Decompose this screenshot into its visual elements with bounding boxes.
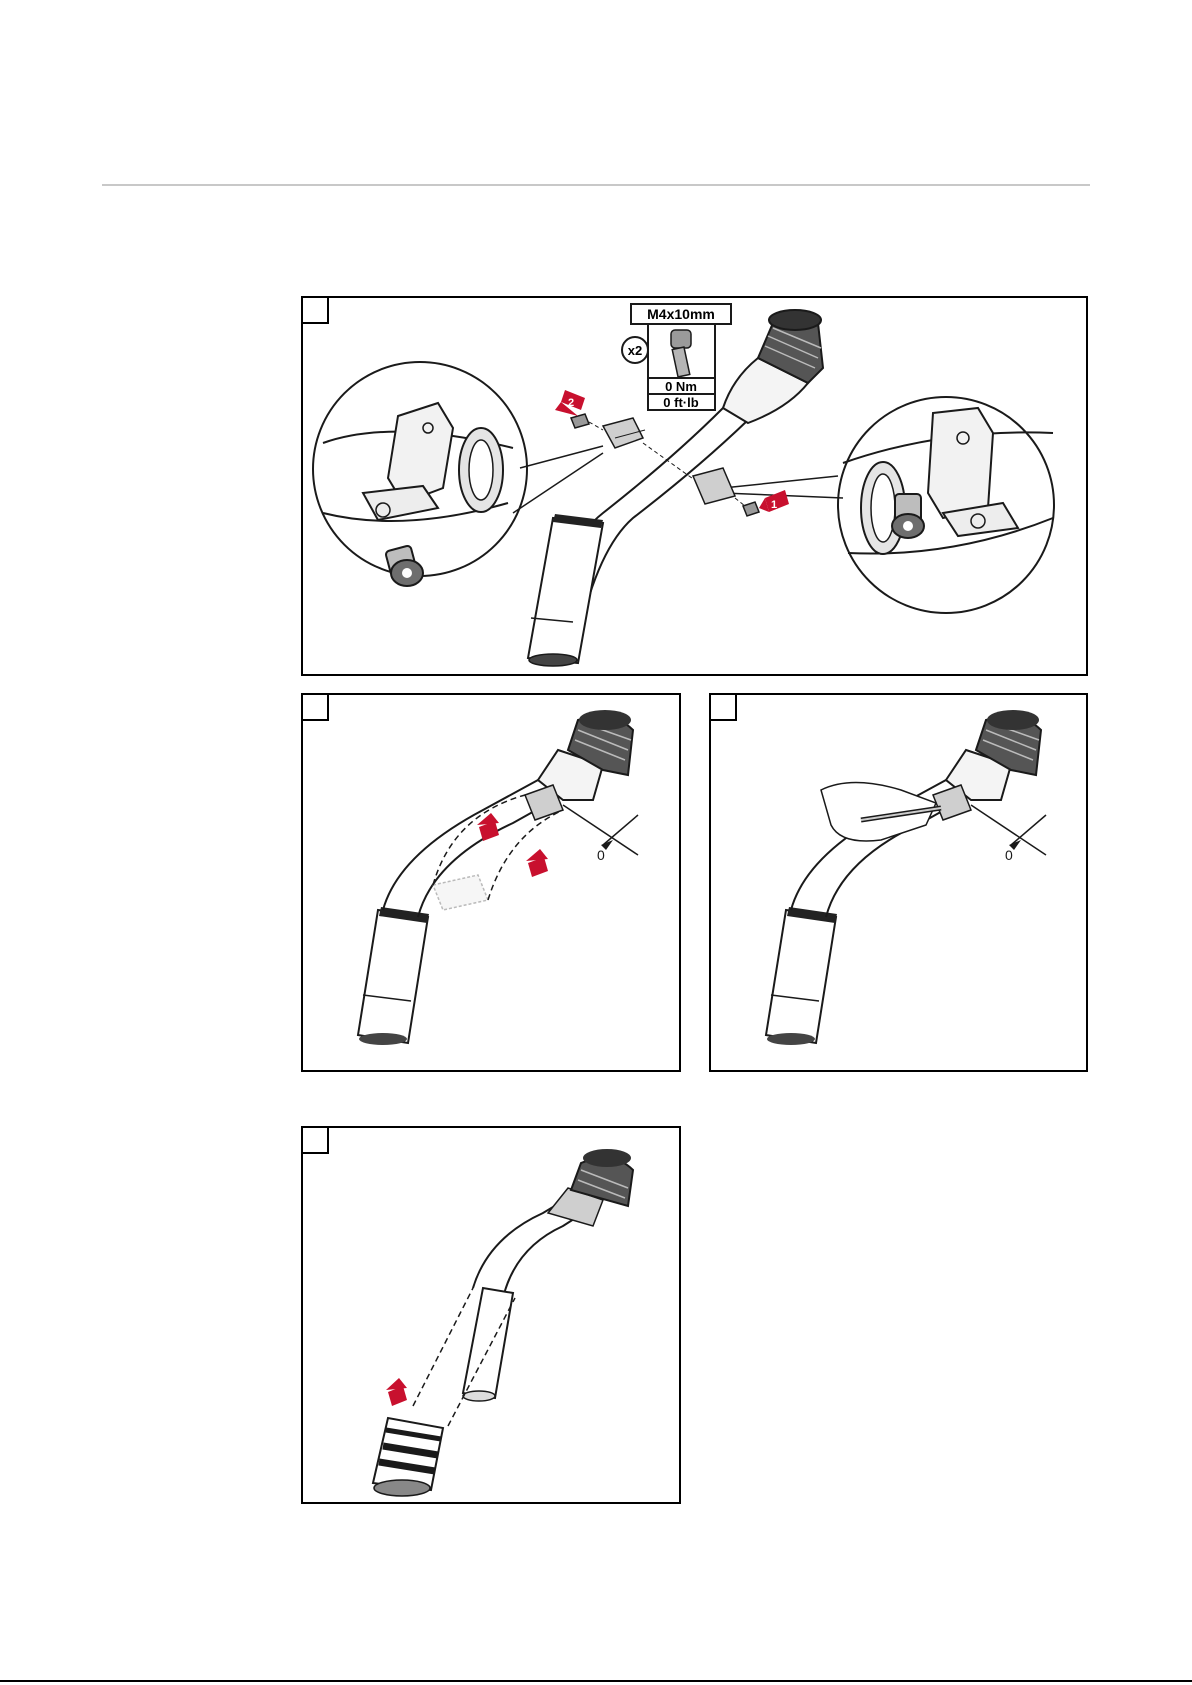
dimension-marker: 0: [563, 805, 638, 863]
screw-spec-callout: M4x10mm x2 0 Nm 0 ft·lb: [622, 304, 731, 410]
hand-marking-pen: [821, 783, 941, 842]
torque-ftlb-label: 0 ft·lb: [663, 395, 698, 410]
torque-nm-label: 0 Nm: [665, 379, 697, 394]
header-rule: [102, 184, 1090, 186]
red-arrow-step-1: 1: [759, 490, 789, 512]
red-arrow-up: [386, 1378, 407, 1406]
nozzle-removed: [373, 1418, 443, 1496]
step-panel-2: 0: [301, 693, 681, 1072]
torch: [358, 710, 633, 1045]
step-panel-4: [301, 1126, 681, 1504]
step-number-box: [303, 298, 329, 324]
panel-3-illustration: 0: [711, 695, 1088, 1072]
red-arrow-up: [477, 813, 499, 841]
step-panel-3: 0: [709, 693, 1088, 1072]
exploded-clamp-parts: [571, 414, 759, 516]
step-panel-1: 2 1 M4x10mm x2 0 Nm 0 ft·lb: [301, 296, 1088, 676]
quantity-label: x2: [628, 343, 642, 358]
step-number-box: [303, 1128, 329, 1154]
screw-icon: [671, 330, 691, 377]
screw-size-label: M4x10mm: [647, 306, 715, 322]
torch: [766, 710, 1041, 1045]
panel-1-illustration: 2 1 M4x10mm x2 0 Nm 0 ft·lb: [303, 298, 1088, 676]
step-number-2: 2: [568, 397, 574, 409]
step-number-1: 1: [771, 499, 777, 511]
clamp-ghost-position: [433, 875, 488, 910]
step-number-box: [711, 695, 737, 721]
slide-path: [488, 810, 563, 900]
step-number-box: [303, 695, 329, 721]
slide-path: [433, 795, 525, 885]
dimension-value: 0: [1005, 847, 1013, 863]
dimension-marker: 0: [971, 805, 1046, 863]
leader-line: [520, 446, 603, 468]
dimension-value: 0: [597, 847, 605, 863]
red-arrow-step-2: 2: [555, 390, 585, 416]
panel-4-illustration: [303, 1128, 681, 1504]
footer-rule: [0, 1680, 1192, 1682]
leader-line: [723, 476, 838, 488]
torch-upper: [463, 1149, 633, 1401]
left-detail-magnifier: [313, 362, 527, 586]
red-arrow-up: [526, 849, 548, 877]
panel-2-illustration: 0: [303, 695, 681, 1072]
right-detail-magnifier: [838, 397, 1054, 613]
